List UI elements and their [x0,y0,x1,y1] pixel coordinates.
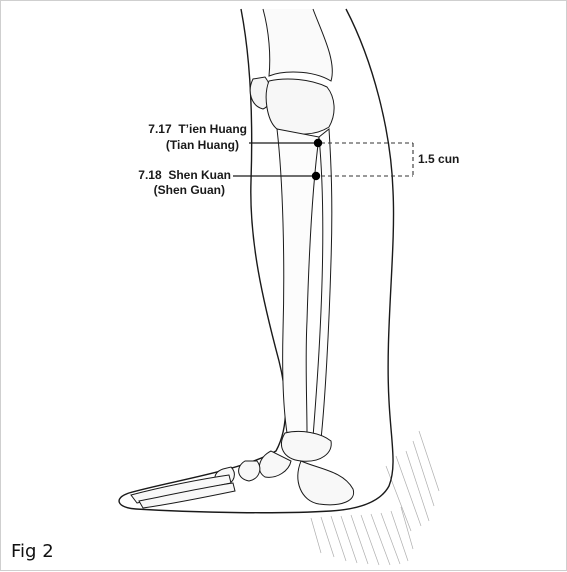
point-7-17-label: 7.17 T’ien Huang [113,122,247,136]
measurement-label: 1.5 cun [418,152,459,166]
acupoint-7-18-marker [312,172,320,180]
foot-bones [131,431,354,508]
point-7-17-alt-label: (Tian Huang) [113,138,239,152]
point-7-18-label: 7.18 Shen Kuan [105,168,231,182]
point-7-18-code: 7.18 [138,168,161,182]
acupoint-7-17-marker [314,139,322,147]
tibial-head [266,79,334,134]
point-7-17-name: T’ien Huang [178,122,247,136]
point-7-18-alt-label: (Shen Guan) [105,183,225,197]
figure-caption: Fig 2 [11,541,54,562]
point-7-18-alt: (Shen Guan) [154,183,225,197]
point-7-17-code: 7.17 [148,122,171,136]
point-7-17-alt: (Tian Huang) [166,138,239,152]
femur [263,9,332,81]
point-7-18-name: Shen Kuan [168,168,231,182]
measurement-bracket [321,143,413,176]
